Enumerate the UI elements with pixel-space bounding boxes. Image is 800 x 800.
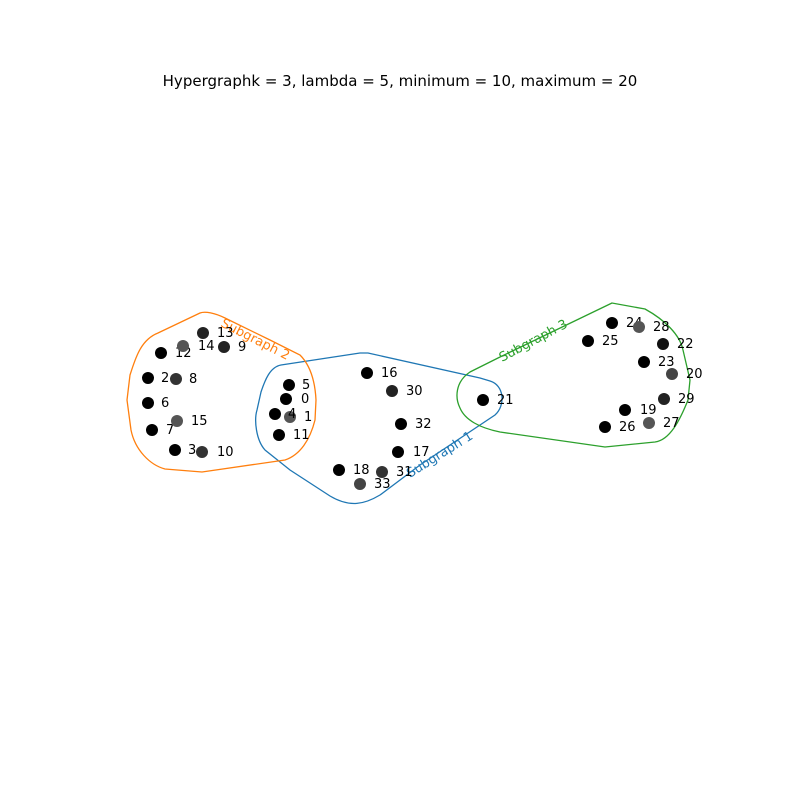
node-label-6: 6 [161,396,169,411]
node-label-18: 18 [353,463,370,478]
node-1 [284,411,296,423]
node-7 [146,424,158,436]
node-2 [142,372,154,384]
node-label-10: 10 [217,445,234,460]
node-19 [619,404,631,416]
node-25 [582,335,594,347]
subgraph-3-hull [456,302,691,448]
node-30 [386,385,398,397]
node-label-22: 22 [677,337,694,352]
node-9 [218,341,230,353]
node-5 [283,379,295,391]
node-8 [170,373,182,385]
node-label-14: 14 [198,339,215,354]
node-11 [273,429,285,441]
subgraph-1-hull [255,352,503,505]
node-label-8: 8 [189,372,197,387]
node-31 [376,466,388,478]
node-label-2: 2 [161,371,169,386]
node-6 [142,397,154,409]
node-label-13: 13 [217,326,234,341]
node-18 [333,464,345,476]
node-label-16: 16 [381,366,398,381]
node-label-26: 26 [619,420,636,435]
node-17 [392,446,404,458]
node-label-19: 19 [640,403,657,418]
nodes-layer: 0123456789101112131415161718192021222324… [142,316,703,492]
node-label-11: 11 [293,428,310,443]
node-label-23: 23 [658,355,675,370]
node-label-4: 4 [288,407,296,422]
node-label-28: 28 [653,320,670,335]
node-23 [638,356,650,368]
node-label-30: 30 [406,384,423,399]
node-13 [197,327,209,339]
node-label-20: 20 [686,367,703,382]
node-label-5: 5 [302,378,310,393]
node-label-1: 1 [304,410,312,425]
node-33 [354,478,366,490]
node-label-27: 27 [663,416,680,431]
node-label-7: 7 [166,423,174,438]
node-label-3: 3 [188,443,196,458]
node-10 [196,446,208,458]
node-32 [395,418,407,430]
node-26 [599,421,611,433]
node-22 [657,338,669,350]
node-15 [171,415,183,427]
node-27 [643,417,655,429]
node-29 [658,393,670,405]
node-label-29: 29 [678,392,695,407]
subgraph-3-label: Subgraph 3 [497,317,570,366]
subgraph-2-hull [126,311,317,473]
node-label-0: 0 [301,392,309,407]
node-label-32: 32 [415,417,432,432]
node-21 [477,394,489,406]
node-20 [666,368,678,380]
node-28 [633,321,645,333]
diagram-title: Hypergraphk = 3, lambda = 5, minimum = 1… [162,72,638,90]
node-label-25: 25 [602,334,619,349]
node-12 [155,347,167,359]
node-3 [169,444,181,456]
node-label-21: 21 [497,393,514,408]
node-label-15: 15 [191,414,208,429]
node-label-33: 33 [374,477,391,492]
node-16 [361,367,373,379]
node-label-31: 31 [396,465,413,480]
node-14 [177,340,189,352]
node-label-17: 17 [413,445,430,460]
node-24 [606,317,618,329]
node-0 [280,393,292,405]
node-4 [269,408,281,420]
node-label-9: 9 [238,340,246,355]
